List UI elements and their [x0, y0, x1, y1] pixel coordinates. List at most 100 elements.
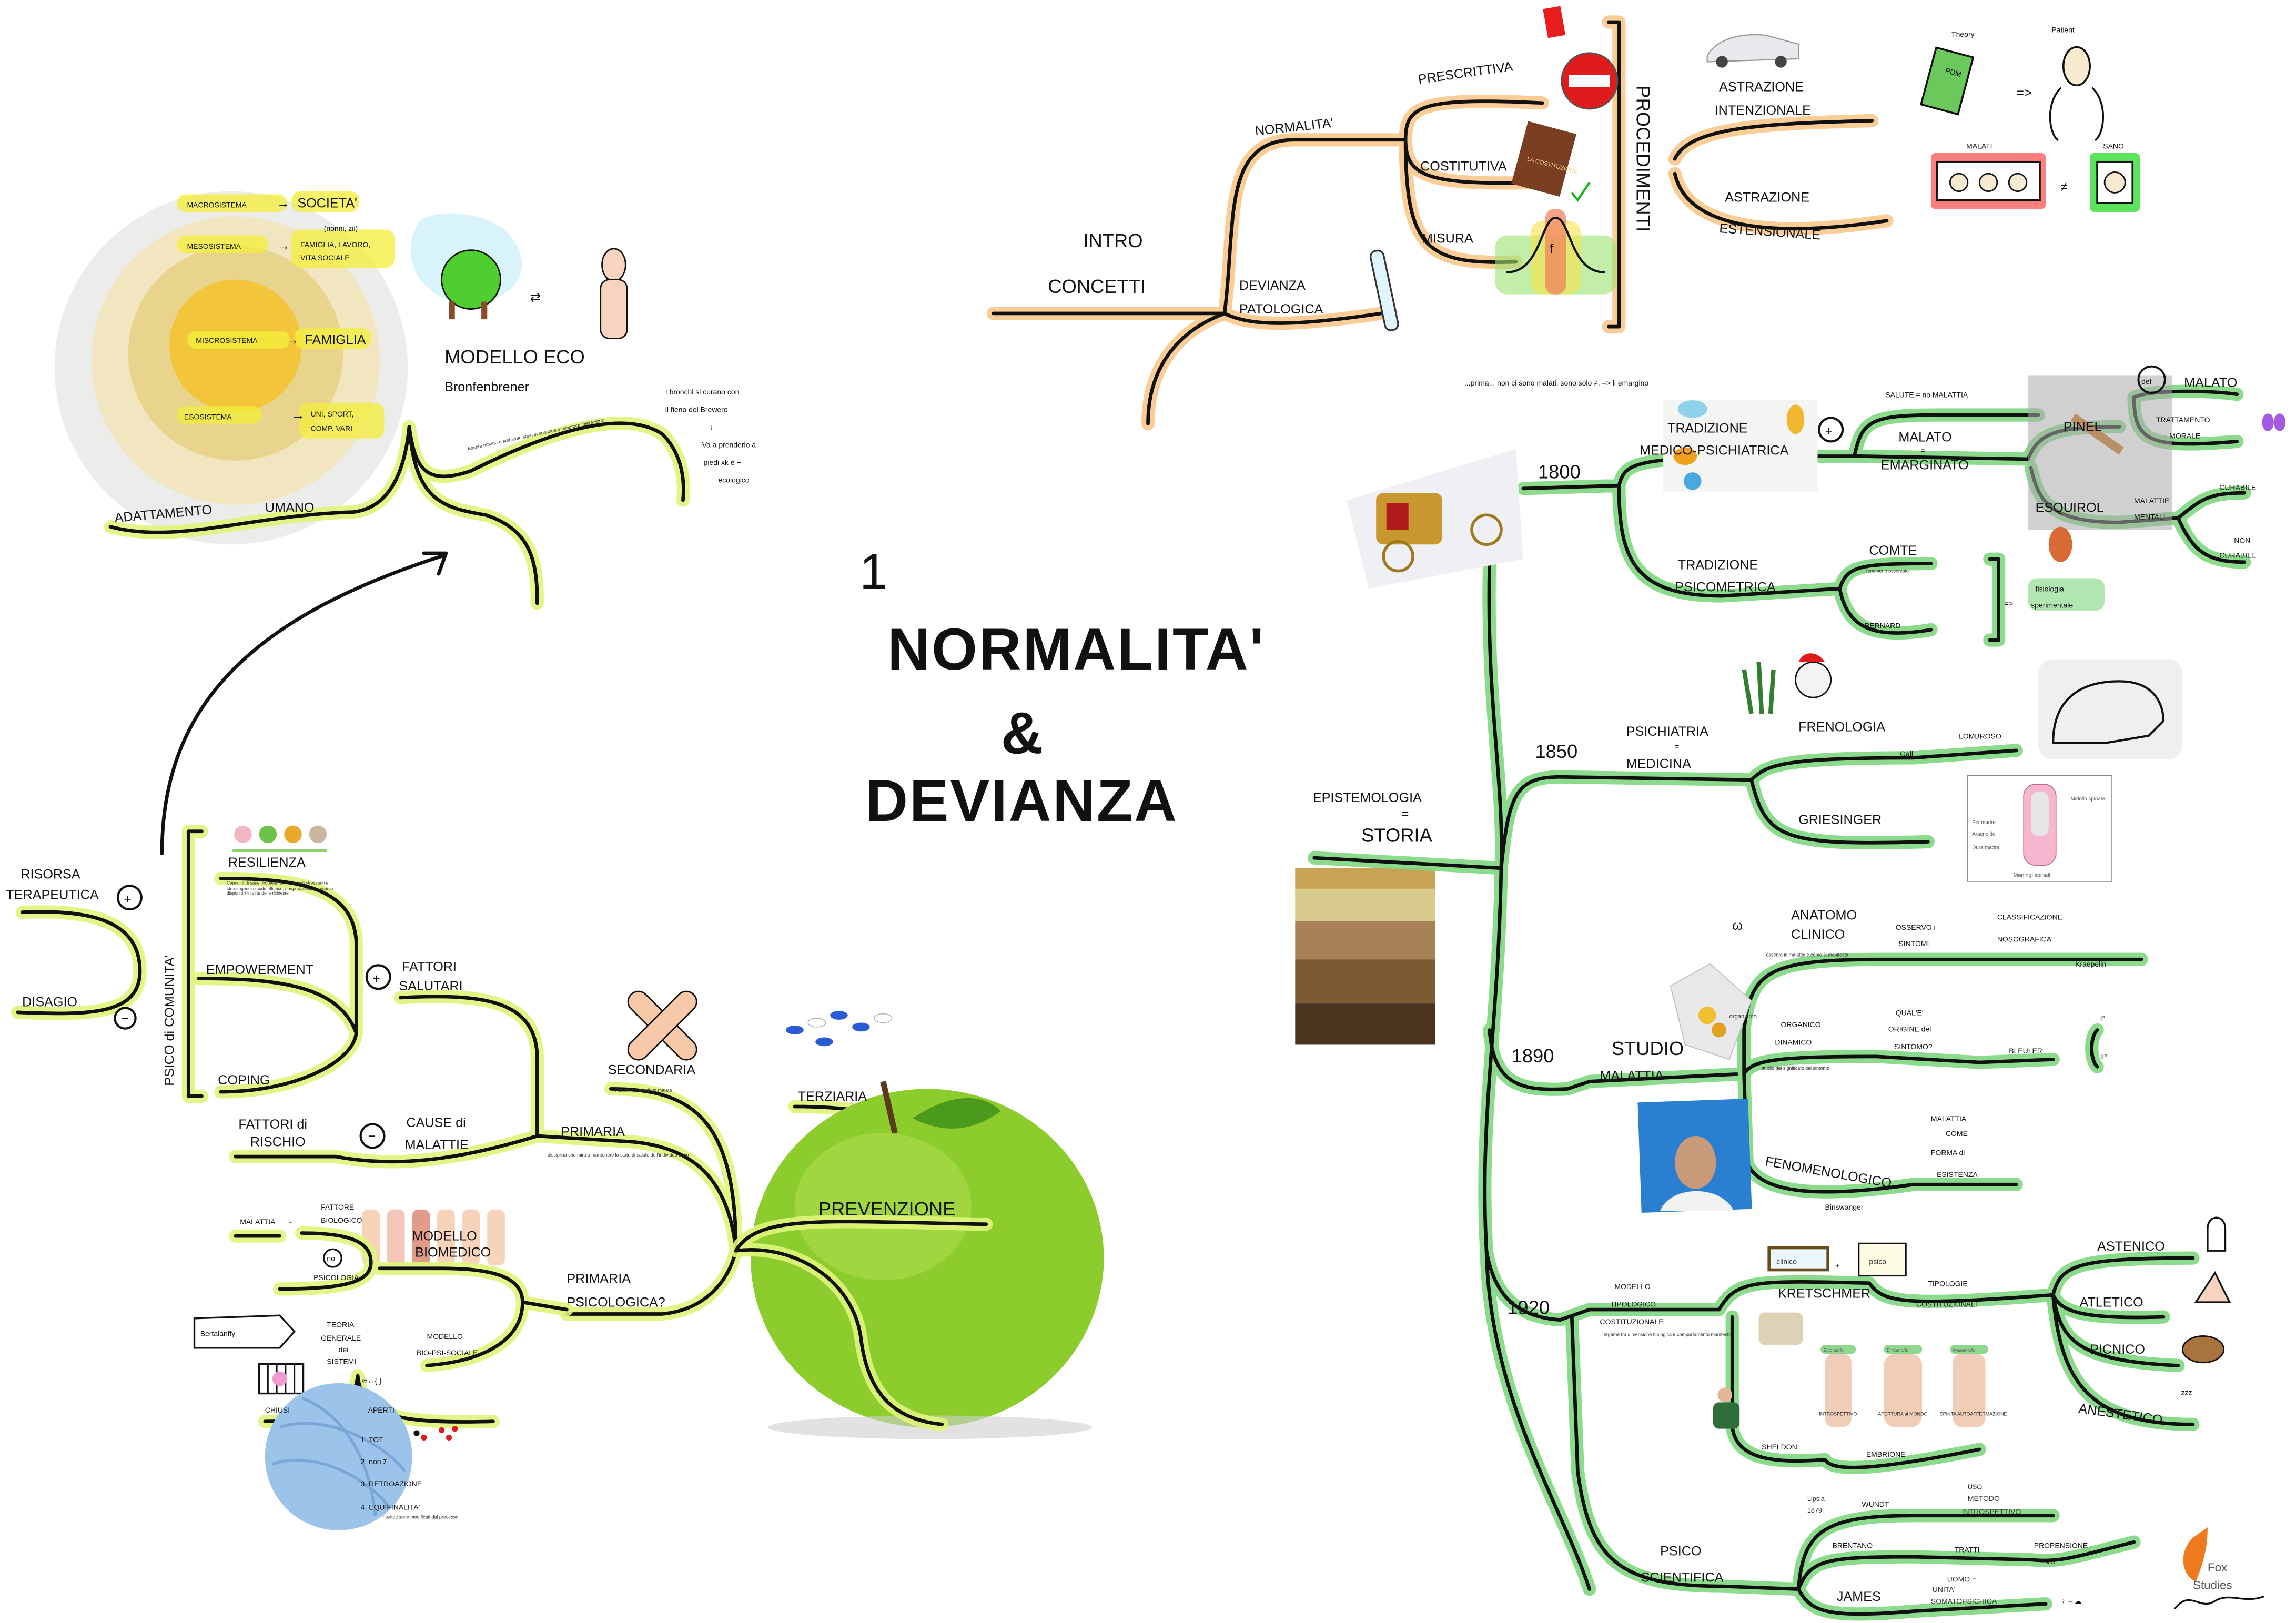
empowerment-label: EMPOWERMENT	[206, 962, 313, 977]
quale-label-1: QUAL'E'	[1896, 1008, 1924, 1017]
societa-label: SOCIETA'	[297, 196, 357, 210]
picnic-basket-icon	[2181, 1335, 2225, 1364]
svg-text:−: −	[121, 1011, 129, 1026]
title-ampersand: &	[1001, 700, 1045, 766]
svg-text:clinico: clinico	[1776, 1257, 1797, 1265]
first-label: I°	[2100, 1015, 2105, 1023]
plus-circle-icon: +	[1818, 417, 1844, 443]
pinel-label: PINEL	[2064, 420, 2102, 434]
fisiologia-label: fisiologia	[2036, 585, 2065, 593]
malattia-label: MALATTIA	[1600, 1069, 1663, 1083]
tipologico-label-1: MODELLO	[1614, 1282, 1650, 1291]
picnico-label: PICNICO	[2090, 1342, 2145, 1357]
teoria-label-3: dei	[339, 1345, 349, 1354]
unita-label: UNITA'	[1933, 1585, 1956, 1594]
trad-psicometrica-1: TRADIZIONE	[1678, 558, 1758, 573]
malattia-come-1: MALATTIA	[1931, 1114, 1967, 1123]
devianza-label: DEVIANZA	[1239, 278, 1306, 293]
eco-note-arrow: ↓	[710, 423, 713, 431]
teoria-label-1: TEORIA	[327, 1321, 355, 1329]
sano-label: SANO	[2103, 142, 2124, 150]
title-devianza: DEVIANZA	[865, 768, 1178, 834]
squirrel-icon	[2048, 526, 2072, 562]
comte-note: fenomeno osservato	[1866, 568, 1909, 573]
esosistema-label: ESOSISTEMA	[184, 412, 232, 421]
apertura-label: APERTURA al MONDO	[1878, 1412, 1927, 1417]
bidirectional-arrow: ⇄	[530, 290, 541, 305]
gall-label: Gall	[1900, 749, 1913, 758]
epistemologia-label: EPISTEMOLOGIA	[1313, 790, 1422, 805]
trad-medico-2: MEDICO-PSICHIATRICA	[1640, 443, 1789, 458]
misura-label: MISURA	[1422, 231, 1473, 246]
food-bag-image	[1670, 963, 1752, 1060]
psichiatria-label: PSICHIATRIA	[1626, 724, 1708, 739]
bandage-icon	[627, 990, 697, 1061]
risorsa-label: RISORSA	[21, 867, 80, 881]
meningi-pia: Pia madre	[1972, 820, 1996, 826]
cause-malattie-1: CAUSE di	[406, 1115, 466, 1130]
salute-label: SALUTE = no MALATTIA	[1885, 390, 1968, 399]
year-1850: 1850	[1535, 741, 1577, 762]
tipologico-label-3: COSTITUZIONALE	[1600, 1317, 1663, 1326]
arrow: →	[291, 408, 305, 422]
psicologia-label: PSICOLOGIA	[313, 1273, 359, 1282]
vs-label: VS	[2046, 1557, 2056, 1566]
modello-biomedico-1: MODELLO	[412, 1229, 477, 1244]
astenico-label: ASTENICO	[2097, 1239, 2165, 1254]
title-normalita: NORMALITA'	[887, 616, 1265, 682]
comunita-branch: RISORSA TERAPEUTICA + DISAGIO − PSICO di…	[6, 825, 1104, 1439]
sintomi-label: SINTOMI	[1898, 939, 1929, 948]
def-circle-icon: def	[2137, 365, 2166, 394]
somatotypes-image: Ectomorfo Endomorfo Mesomorfo INTROSPETT…	[1819, 1345, 2007, 1427]
bps-label-1: MODELLO	[427, 1332, 463, 1341]
lipsia-label: Lipsia	[1807, 1495, 1825, 1503]
terziaria-label: TERZIARIA	[798, 1089, 867, 1104]
principle-1: 1. TOT	[361, 1435, 383, 1444]
microsistema-label: MISCROSISTEMA	[196, 336, 258, 344]
no-circle-icon: no	[323, 1248, 342, 1268]
eco-note-5: ecologico	[719, 476, 750, 484]
secondaria-note: Ridurre dolore di un malato	[615, 1088, 672, 1093]
coping-label: COPING	[218, 1073, 270, 1088]
arrow: →	[277, 196, 290, 210]
bps-label-2: BIO-PSI-SOCIALE	[417, 1348, 478, 1357]
resilienza-label: RESILIENZA	[228, 855, 306, 870]
modello-biomedico-2: BIOMEDICO	[415, 1245, 491, 1260]
eco-note-1: I bronchi si curano con	[665, 388, 740, 396]
connector-arrow	[160, 551, 448, 856]
malattie-mentali-1: MALATTIE	[2134, 496, 2169, 505]
quale-label-3: SINTOMO?	[1894, 1042, 1933, 1051]
muscle-arm-icon	[2194, 1271, 2231, 1303]
plus-sign: +	[1835, 1262, 1839, 1270]
svg-text:+: +	[124, 892, 132, 907]
macrosistema-label: MACROSISTEMA	[187, 200, 247, 209]
organico-label: ORGANICO	[1781, 1020, 1821, 1029]
svg-text:−: −	[368, 1129, 376, 1143]
introspettivo-method-label: INTROSPETTIVO	[1962, 1507, 2021, 1516]
ectomorfo-label: Ectomorfo	[1824, 1347, 1844, 1353]
tipologico-note: legame tra dimensione biologica e compor…	[1604, 1332, 1731, 1337]
plus-circle-icon: +	[116, 885, 143, 911]
svg-text:def: def	[2141, 377, 2152, 386]
intro-branch: INTRO CONCETTI NORMALITA' PRESCRITTIVA C…	[987, 6, 2140, 431]
chiusi-label: CHIUSI	[265, 1406, 290, 1414]
comp-vari-label: COMP. VARI	[311, 424, 352, 433]
fattori-rischio-1: FATTORI di	[238, 1117, 307, 1132]
healthy-face-icon	[2090, 153, 2140, 212]
studio-label: STUDIO	[1612, 1038, 1684, 1059]
uni-sport-label: UNI, SPORT,	[311, 410, 354, 418]
eco-model: MACROSISTEMA → SOCIETA' MESOSISTEMA → (n…	[54, 191, 756, 856]
medicina-label: MEDICINA	[1626, 756, 1691, 771]
teoria-label-4: SISTEMI	[327, 1357, 356, 1366]
primaria-label: PRIMARIA	[561, 1124, 625, 1139]
epistemologia-eq: =	[1401, 807, 1409, 821]
minus-circle-icon: −	[114, 1007, 137, 1030]
costitutiva-label: COSTITUTIVA	[1420, 159, 1507, 174]
svg-text:no: no	[327, 1254, 335, 1263]
umano-label: UMANO	[265, 501, 315, 515]
kraepelin-label: Kraepelin	[2075, 960, 2106, 968]
comte-label: COMTE	[1869, 543, 1917, 558]
fattori-salutari-2: SALUTARI	[399, 979, 462, 993]
meningi-midollo: Midollo spinale	[2071, 796, 2105, 802]
plant-and-rooster-icons	[1742, 653, 1832, 714]
